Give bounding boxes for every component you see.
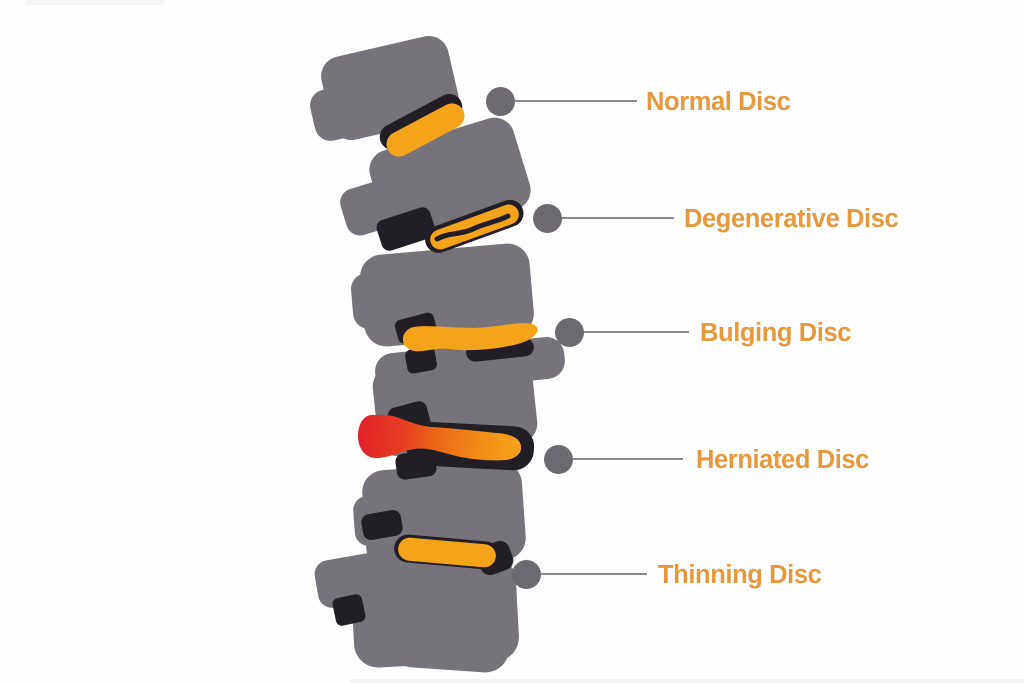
disc-bulging [402,323,538,352]
callout-thinning-disc: Thinning Disc [512,559,822,589]
callout-line [573,458,683,460]
callout-bulging-disc: Bulging Disc [555,317,852,347]
callout-line [515,100,637,102]
callout-line [541,573,647,575]
callout-dot [486,86,515,116]
callout-dot [544,444,573,474]
callout-degenerative-disc: Degenerative Disc [533,203,899,233]
callout-herniated-disc: Herniated Disc [544,444,869,474]
callout-label: Bulging Disc [700,318,852,347]
disc-thinning [398,537,496,568]
callout-label: Normal Disc [646,87,791,116]
callout-label: Degenerative Disc [684,204,899,233]
callout-line [562,217,674,219]
callout-label: Thinning Disc [658,560,822,589]
callout-dot [533,203,562,233]
callout-line [584,331,689,333]
callout-normal-disc: Normal Disc [486,86,791,116]
disc-degenerative-crack [434,213,511,242]
disc-herniated [358,414,522,461]
vertebra-6 [314,552,519,673]
edge-artifact-bottom [350,679,1024,683]
edge-artifact-top [25,0,165,5]
callout-dot [555,317,584,347]
callout-label: Herniated Disc [696,445,869,474]
callout-dot [512,559,541,589]
disc-normal [386,103,465,157]
